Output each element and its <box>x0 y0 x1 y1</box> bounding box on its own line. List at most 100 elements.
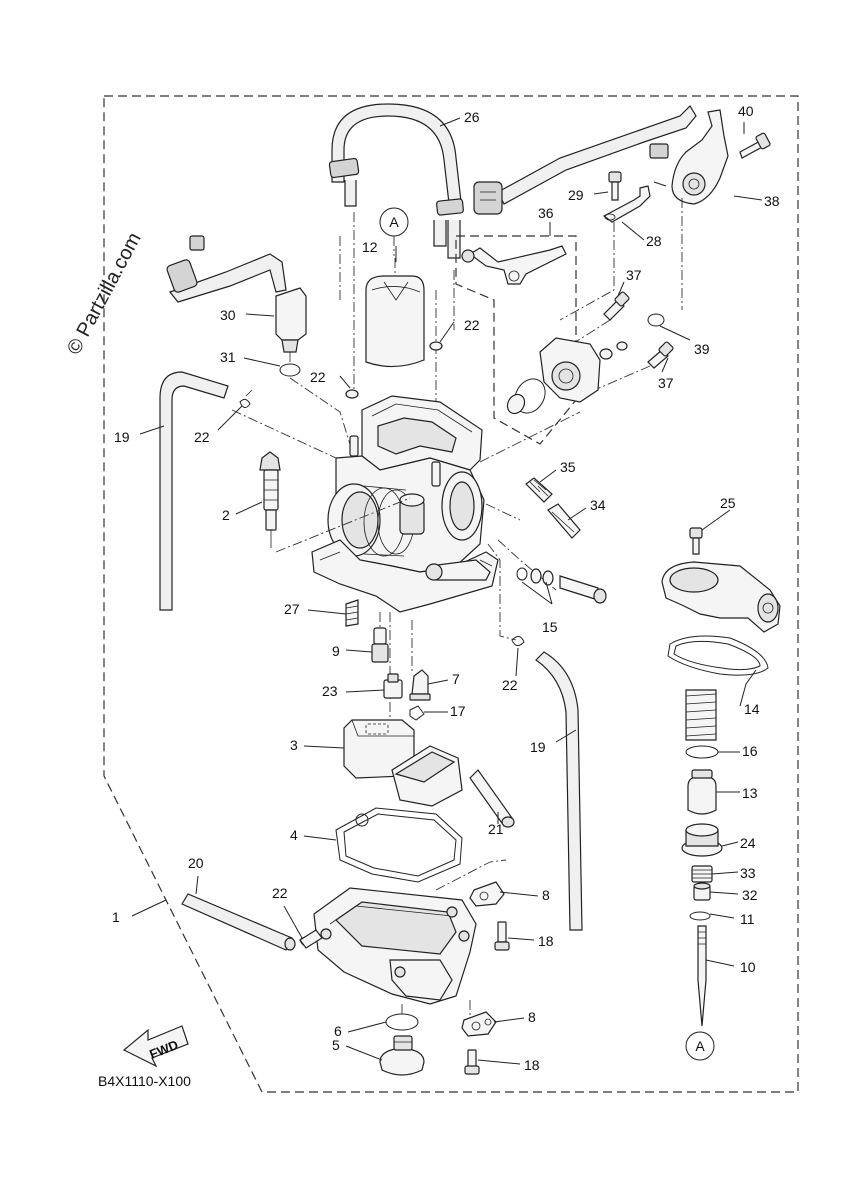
svg-text:A: A <box>695 1038 705 1054</box>
callout-27: 27 <box>284 601 300 617</box>
callout-22-e: 22 <box>272 885 288 901</box>
part-37-screw-upper <box>603 291 630 321</box>
throttle-side-cover <box>506 337 628 415</box>
part-30-idle-sensor <box>166 235 307 362</box>
float-bowl <box>299 887 477 1005</box>
part-13-needle-holder <box>687 769 717 815</box>
throttle-cap-housing <box>661 561 781 633</box>
part-36-throttle-shaft <box>461 245 567 285</box>
callout-32: 32 <box>742 887 758 903</box>
part-6-o-ring <box>385 1013 419 1031</box>
callout-22-d: 22 <box>502 677 518 693</box>
part-26-vent-hose <box>328 103 464 259</box>
part-18-screw-upper <box>494 921 510 951</box>
part-39-o-ring <box>647 313 665 327</box>
part-40-screw <box>739 132 771 159</box>
part-22-clip-d <box>511 636 525 646</box>
callout-37-lower: 37 <box>658 375 674 391</box>
callout-14: 14 <box>744 701 760 717</box>
callout-35: 35 <box>560 459 576 475</box>
part-23-jet <box>383 673 403 699</box>
callout-8-lower: 8 <box>528 1009 536 1025</box>
callout-31: 31 <box>220 349 236 365</box>
part-8-bracket-lower <box>461 1011 497 1037</box>
part-32-clip-holder <box>693 882 711 901</box>
callout-19-right: 19 <box>530 739 546 755</box>
part-10-jet-needle <box>697 925 707 1027</box>
part-9-jet <box>371 627 389 663</box>
callout-34: 34 <box>590 497 606 513</box>
callout-33: 33 <box>740 865 756 881</box>
part-17-clip <box>409 705 425 721</box>
callout-28: 28 <box>646 233 662 249</box>
part-16-ring <box>685 745 719 759</box>
callout-15: 15 <box>542 619 558 635</box>
part-14-gasket <box>667 635 769 676</box>
callout-1: 1 <box>112 909 120 925</box>
carburetor-body <box>311 395 499 613</box>
part-11-clip <box>689 911 711 921</box>
part-2-air-screw <box>259 451 281 548</box>
part-19-hose-right <box>535 651 583 931</box>
callout-13: 13 <box>742 785 758 801</box>
part-38-throttle-position-sensor <box>473 105 729 215</box>
part-18-screw-lower <box>464 1049 480 1075</box>
part-12-throttle-valve <box>365 275 425 368</box>
part-22-clip-c <box>429 341 443 351</box>
callout-26: 26 <box>464 109 480 125</box>
callout-19-left: 19 <box>114 429 130 445</box>
callout-17: 17 <box>450 703 466 719</box>
part-7-valve <box>409 669 431 701</box>
callout-23: 23 <box>322 683 338 699</box>
part-20-hose <box>181 893 296 951</box>
part-15-screw-set <box>516 567 607 604</box>
part-4-gasket <box>335 807 463 883</box>
callout-10: 10 <box>740 959 756 975</box>
part-5-drain-plug <box>379 1035 425 1076</box>
callout-2: 2 <box>222 507 230 523</box>
svg-text:A: A <box>389 214 399 230</box>
callout-22-a: 22 <box>194 429 210 445</box>
callout-18-lower: 18 <box>524 1057 540 1073</box>
part-16-spring <box>685 689 717 741</box>
callout-labels: 26 40 38 29 28 36 12 37 39 37 22 22 30 3… <box>112 103 780 1073</box>
callout-7: 7 <box>452 671 460 687</box>
callout-12: 12 <box>362 239 378 255</box>
part-27-spring <box>345 599 359 627</box>
callout-40: 40 <box>738 103 754 119</box>
part-29-screw <box>608 171 622 201</box>
callout-18-upper: 18 <box>538 933 554 949</box>
callout-11: 11 <box>740 911 755 927</box>
callout-21: 21 <box>488 821 504 837</box>
callout-39: 39 <box>694 341 710 357</box>
part-35-spring <box>525 477 553 503</box>
leader-lines <box>131 117 763 1065</box>
ref-marker-a-bottom: A <box>685 1031 715 1061</box>
part-31-o-ring <box>279 363 301 377</box>
part-22-clip-b <box>345 389 359 399</box>
callout-25: 25 <box>720 495 736 511</box>
callout-37-upper: 37 <box>626 267 642 283</box>
part-8-bracket-upper <box>469 881 505 907</box>
part-22-clip-a <box>239 389 253 408</box>
part-34-screw <box>547 503 581 539</box>
part-3-float <box>343 719 463 807</box>
part-37-screw-lower <box>647 341 674 369</box>
callout-6: 6 <box>334 1023 342 1039</box>
part-24-cap <box>681 823 723 857</box>
callout-22-c: 22 <box>464 317 480 333</box>
callout-22-b: 22 <box>310 369 326 385</box>
callout-9: 9 <box>332 643 340 659</box>
assembly-boundary <box>103 95 799 1093</box>
callout-8-upper: 8 <box>542 887 550 903</box>
part-33-spring <box>691 865 713 883</box>
ref-marker-a-top: A <box>379 207 409 237</box>
part-25-screw <box>689 527 703 555</box>
callout-30: 30 <box>220 307 236 323</box>
part-19-hose-left <box>159 371 229 611</box>
callout-3: 3 <box>290 737 298 753</box>
callout-29: 29 <box>568 187 584 203</box>
callout-20: 20 <box>188 855 204 871</box>
part-21-pin <box>469 769 515 828</box>
figure-code: B4X1110-X100 <box>98 1073 191 1089</box>
